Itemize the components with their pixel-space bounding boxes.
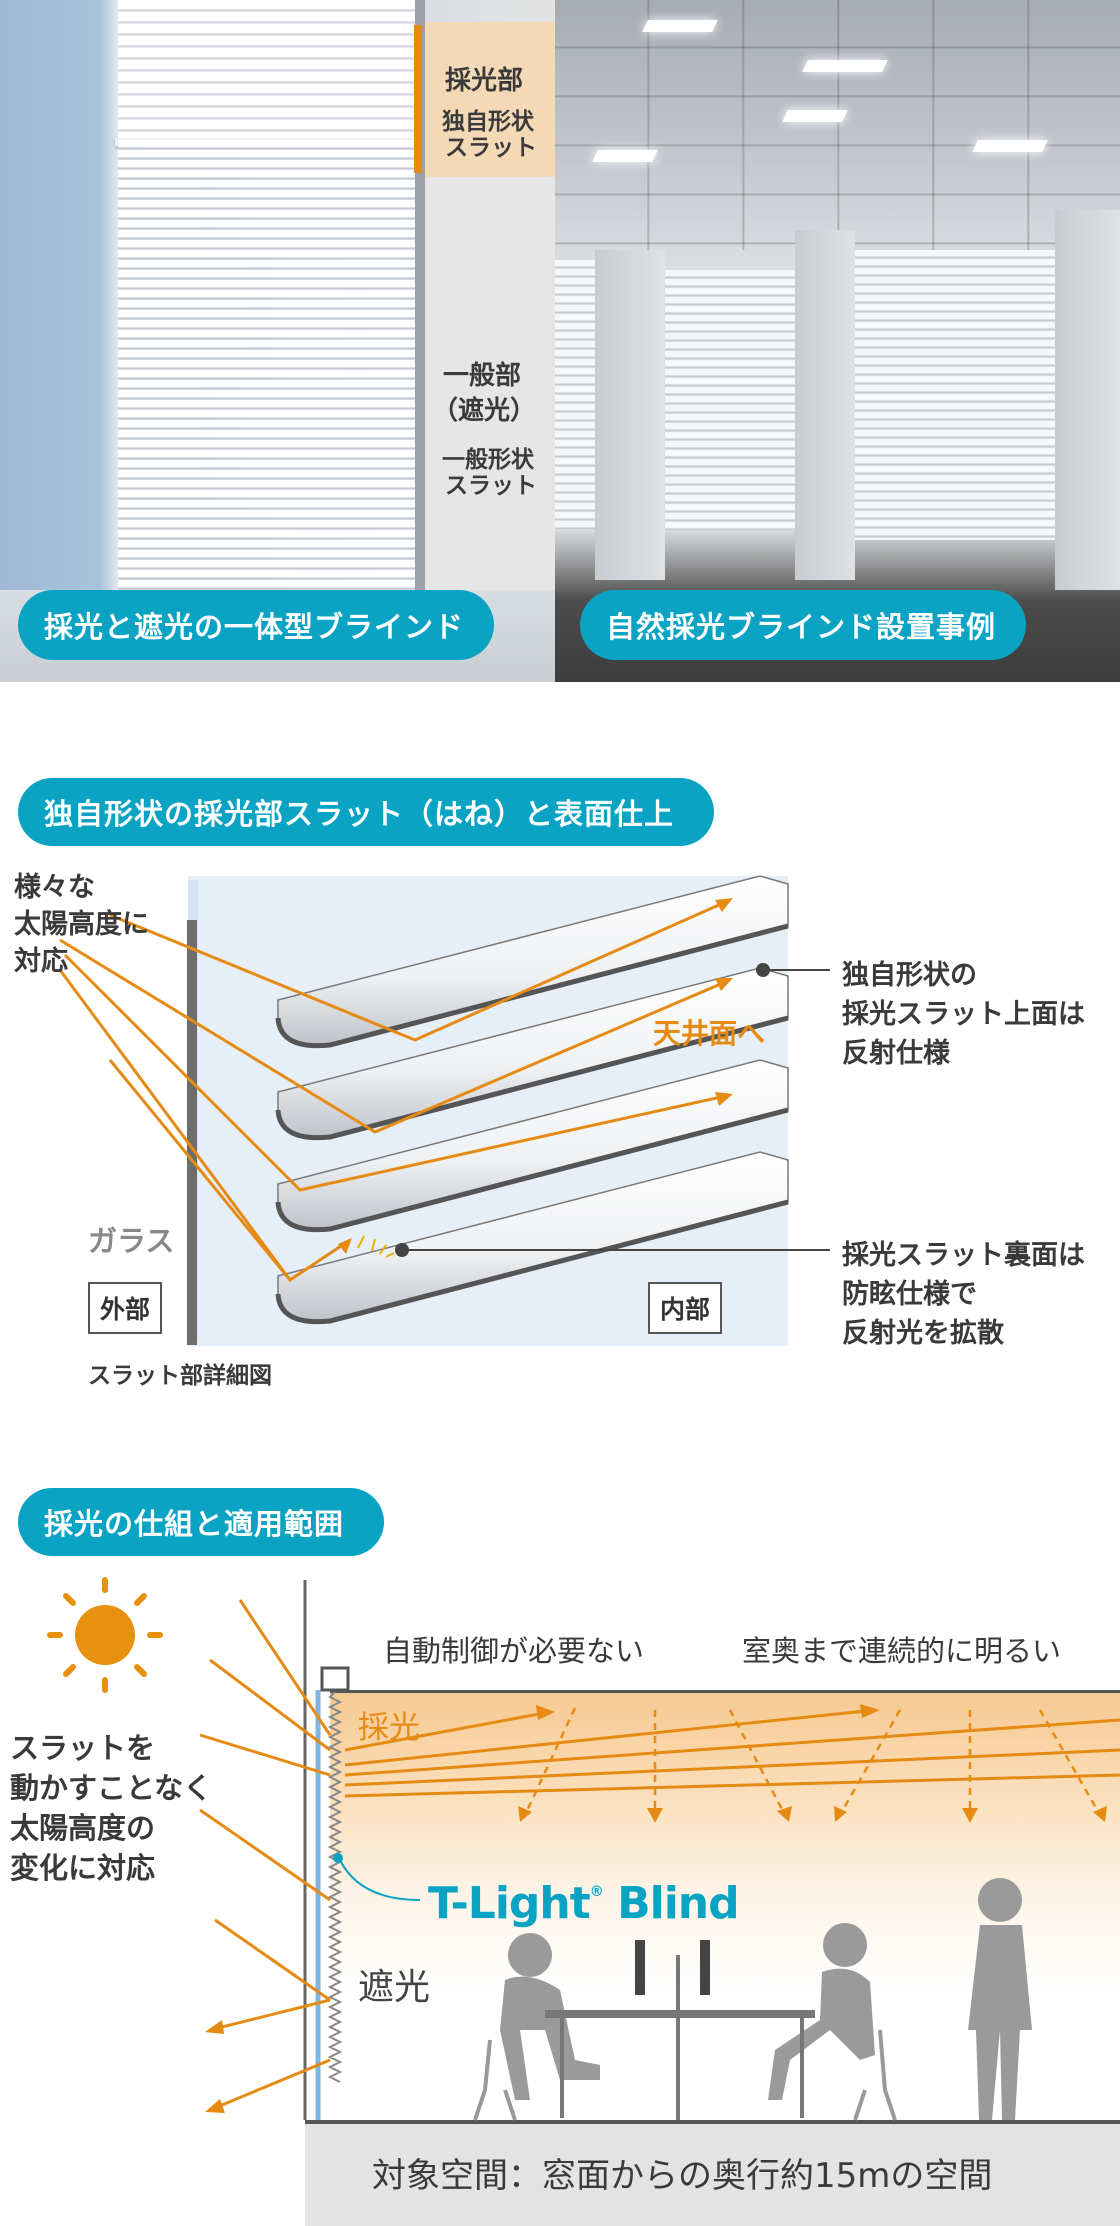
integrated-blind-caption: 採光と遮光の一体型ブラインド bbox=[18, 590, 495, 660]
ceiling-light bbox=[592, 150, 658, 162]
blind-photo-left: 採光部 独自形状 スラット 一般部 （遮光） 一般形状 スラット bbox=[0, 0, 555, 682]
general-part-sub-1: 一般形状 bbox=[442, 447, 534, 473]
ceiling-light bbox=[972, 140, 1048, 152]
slat bbox=[275, 1059, 789, 1233]
shade-label: 遮光 bbox=[358, 1967, 431, 2008]
floor-bar bbox=[305, 2120, 1120, 2226]
ceiling-grid bbox=[555, 0, 1120, 250]
daylight-label: 採光 bbox=[358, 1710, 420, 1746]
left-note-line-3: 対応 bbox=[14, 946, 68, 977]
diffuse-glint bbox=[357, 1235, 395, 1258]
product-leader-dot bbox=[333, 1853, 343, 1863]
office-desk bbox=[545, 1940, 815, 2120]
blind-head-box bbox=[320, 1666, 350, 1692]
installation-photo-right bbox=[555, 0, 1120, 682]
mechanism-note-line-1: スラットを bbox=[10, 1731, 156, 1765]
outside-label: 外部 bbox=[88, 1282, 163, 1334]
diffusion-arrow-heads bbox=[518, 1806, 1107, 1823]
registered-mark: ® bbox=[589, 1884, 604, 1900]
back-surface-note-2: 防眩仕様で bbox=[842, 1279, 977, 1310]
top-surface-note-2: 採光スラット上面は bbox=[842, 999, 1085, 1030]
diffusion-arrows bbox=[523, 1707, 1102, 1816]
daylight-range-bar bbox=[414, 25, 422, 173]
pillar bbox=[795, 230, 855, 580]
slat-section-heading: 独自形状の採光部スラット（はね）と表面仕上 bbox=[18, 778, 715, 846]
daylight-arrows bbox=[344, 1708, 1120, 1798]
pillar bbox=[1055, 210, 1120, 590]
daylight-part-sub-2: スラット bbox=[445, 135, 537, 161]
product-logo: T-Light® Blind bbox=[428, 1878, 740, 1929]
slat bbox=[275, 875, 789, 1049]
ceiling-light bbox=[642, 20, 718, 32]
mechanism-note-line-4: 変化に対応 bbox=[10, 1851, 156, 1885]
blind-slats bbox=[327, 1691, 343, 2083]
to-ceiling-label: 天井面へ bbox=[653, 1017, 766, 1050]
window-frame bbox=[415, 0, 425, 590]
leader-dot bbox=[395, 1243, 409, 1257]
ceiling-line bbox=[330, 1690, 1120, 1693]
back-surface-note-1: 採光スラット裏面は bbox=[842, 1240, 1085, 1271]
sun-icon bbox=[47, 1577, 163, 1693]
office-workers bbox=[500, 1878, 1032, 2120]
general-part-shade: （遮光） bbox=[432, 396, 537, 426]
window-blind bbox=[855, 250, 1055, 540]
incoming-sun-arrows bbox=[199, 1599, 332, 2002]
diagram-caption: スラット部詳細図 bbox=[88, 1363, 272, 1389]
product-leader-line bbox=[339, 1859, 421, 1901]
installation-caption: 自然採光ブラインド設置事例 bbox=[580, 590, 1027, 660]
shading-slats bbox=[118, 140, 420, 620]
window-blind bbox=[555, 260, 595, 530]
left-note-line-2: 太陽高度に bbox=[14, 909, 149, 940]
sunlight-arrows bbox=[58, 898, 731, 1283]
arrow-heads bbox=[338, 898, 733, 1254]
daylight-part-sub-1: 独自形状 bbox=[442, 109, 534, 135]
leader-lines bbox=[405, 969, 830, 1251]
left-note-line-1: 様々な bbox=[14, 872, 95, 903]
reflected-out-arrows bbox=[209, 1998, 331, 2112]
slat-diagram bbox=[58, 875, 830, 1325]
bright-note: 室奥まで連続的に明るい bbox=[742, 1634, 1062, 1668]
daylight-slats bbox=[118, 0, 420, 140]
product-name: T-Light bbox=[428, 1878, 591, 1929]
mechanism-diagram bbox=[47, 1577, 1120, 2121]
scope-caption: 対象空間：窓面からの奥行約15mの空間 bbox=[372, 2156, 993, 2196]
mechanism-note-line-2: 動かすことなく bbox=[10, 1771, 213, 1805]
daylight-label-background bbox=[425, 22, 555, 177]
ceiling-light bbox=[802, 60, 888, 72]
ceiling-light bbox=[782, 110, 848, 122]
top-surface-note-3: 反射仕様 bbox=[842, 1038, 950, 1069]
no-control-note: 自動制御が必要ない bbox=[383, 1634, 645, 1668]
office-chairs bbox=[473, 2029, 897, 2121]
mechanism-note-line-3: 太陽高度の bbox=[10, 1811, 156, 1845]
inside-label: 内部 bbox=[648, 1282, 723, 1334]
general-part-sub-2: スラット bbox=[445, 473, 537, 499]
top-surface-note-1: 独自形状の bbox=[842, 960, 977, 991]
pillar bbox=[595, 250, 665, 580]
glass-frame bbox=[187, 920, 197, 1345]
back-surface-note-3: 反射光を拡散 bbox=[842, 1318, 1004, 1349]
general-part-title: 一般部 bbox=[443, 361, 522, 391]
slat bbox=[275, 1151, 789, 1325]
glass-label: ガラス bbox=[88, 1224, 175, 1258]
daylight-part-title: 採光部 bbox=[445, 66, 524, 96]
leader-dot bbox=[756, 963, 770, 977]
window-blind bbox=[665, 270, 795, 530]
product-name-2: Blind bbox=[617, 1878, 740, 1929]
mechanism-section-heading: 採光の仕組と適用範囲 bbox=[18, 1488, 385, 1556]
